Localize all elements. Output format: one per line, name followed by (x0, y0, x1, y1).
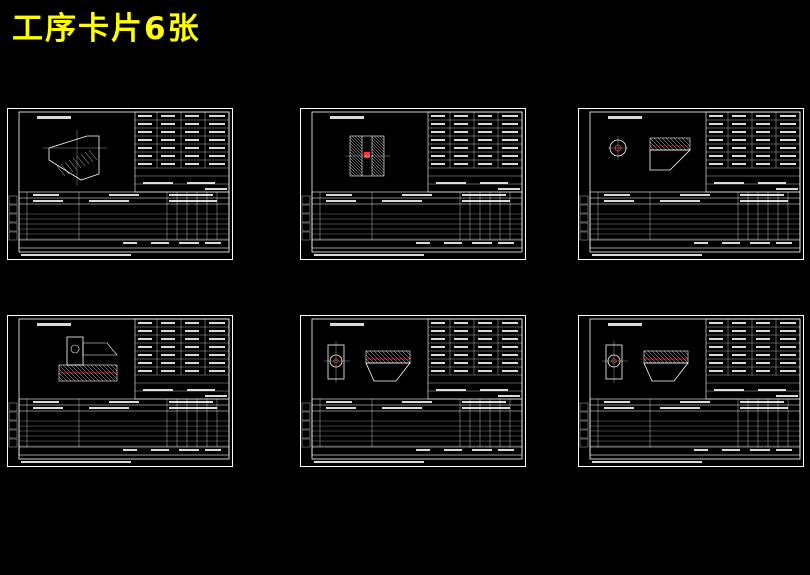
page-title: 工序卡片6张 (12, 11, 201, 47)
sheet-outer-border (578, 315, 804, 467)
attribute-table (705, 111, 801, 193)
process-card-drawing (578, 315, 804, 467)
process-card-drawing (7, 315, 233, 467)
sheet-outer-border (300, 108, 526, 260)
part-sketch (608, 136, 691, 171)
process-card-drawing (300, 315, 526, 467)
part-sketch (602, 341, 689, 383)
process-step-table (301, 191, 523, 256)
attribute-table (427, 111, 523, 193)
process-step-table (301, 398, 523, 463)
process-step-table (8, 398, 230, 463)
process-step-table (579, 191, 801, 256)
process-card-drawing (300, 108, 526, 260)
process-card-3 (578, 108, 804, 260)
attribute-table (705, 318, 801, 400)
process-card-drawing (7, 108, 233, 260)
part-sketch (58, 336, 118, 382)
process-card-5 (300, 315, 526, 467)
sheet-outer-border (300, 315, 526, 467)
section-hatching (643, 350, 689, 364)
process-step-table (579, 398, 801, 463)
process-card-2 (300, 108, 526, 260)
sheet-outer-border (578, 108, 804, 260)
process-card-6 (578, 315, 804, 467)
process-card-1 (7, 108, 233, 260)
sheet-outer-border (7, 108, 233, 260)
process-card-4 (7, 315, 233, 467)
attribute-table (134, 318, 230, 400)
process-card-drawing (578, 108, 804, 260)
part-sketch (345, 135, 390, 177)
process-step-table (8, 191, 230, 256)
section-hatching (365, 350, 411, 364)
part-sketch (43, 130, 107, 186)
section-hatching (649, 137, 691, 151)
attribute-table (134, 111, 230, 193)
sheet-outer-border (7, 315, 233, 467)
part-sketch (324, 341, 411, 383)
attribute-table (427, 318, 523, 400)
